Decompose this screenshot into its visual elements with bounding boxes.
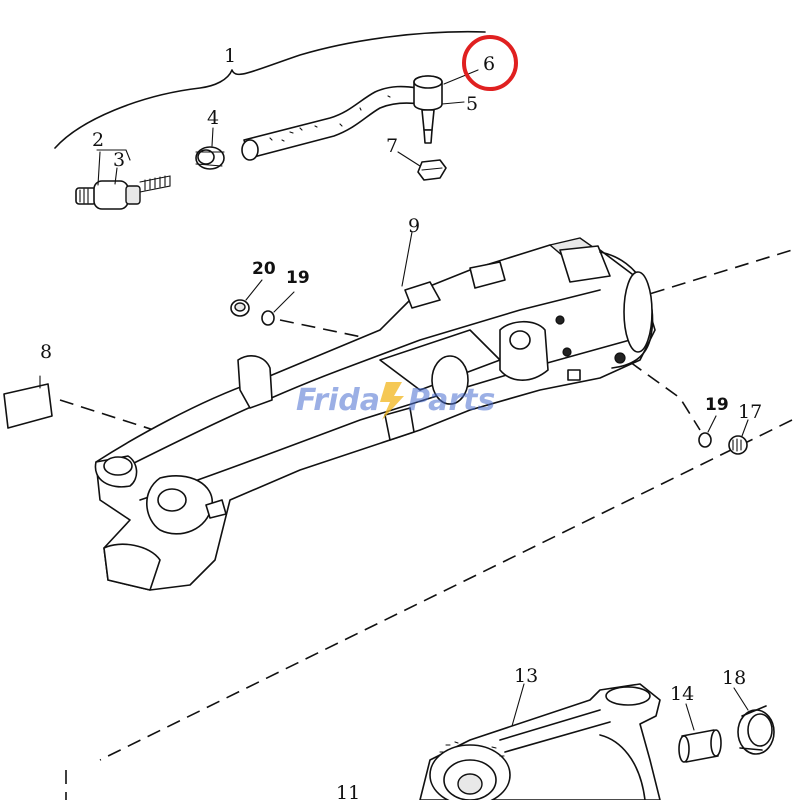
callout-19-left: 19: [286, 268, 310, 288]
watermark-text-start: Frida: [296, 383, 380, 418]
frame-right-diagonal: [99, 419, 793, 761]
leader-dash-8: [59, 399, 161, 433]
leader-6: [443, 69, 479, 85]
id-plate: [3, 383, 53, 429]
leader-17: [741, 419, 749, 437]
watermark-lightning-icon: [380, 382, 404, 420]
callout-11: 11: [336, 782, 360, 800]
outer-tie-rod: [241, 75, 443, 161]
bracket-item-1: [54, 30, 486, 149]
leader-7: [397, 151, 421, 167]
leader-14: [685, 703, 695, 731]
callout-17: 17: [738, 401, 762, 423]
axle-carrier: [419, 683, 661, 800]
castle-nut: [417, 159, 447, 181]
leader-13: [511, 683, 525, 727]
leader-20: [245, 279, 263, 301]
callout-13: 13: [514, 665, 538, 687]
leader-2: [97, 151, 101, 186]
callout-14: 14: [670, 683, 694, 705]
callout-3: 3: [113, 149, 125, 171]
leader-dash-19b: [629, 361, 701, 431]
drain-plug-17: [728, 435, 748, 455]
leader-3: [96, 149, 131, 161]
leader-5: [441, 101, 465, 105]
hose-clamp: [195, 146, 225, 170]
leader-4: [211, 127, 214, 147]
leader-9: [401, 231, 413, 287]
callout-19-right: 19: [705, 395, 729, 415]
frame-upper-right: [629, 249, 793, 301]
callout-1: 1: [224, 45, 236, 67]
leader-19-left: [273, 291, 295, 313]
highlight-circle: [462, 35, 518, 91]
bushing-14: [678, 729, 722, 763]
o-ring-19-left: [261, 310, 275, 326]
callout-4: 4: [207, 107, 219, 129]
seal-ring-18: [737, 705, 775, 755]
callout-20: 20: [252, 259, 276, 279]
leader-18: [733, 687, 749, 711]
callout-9: 9: [408, 215, 420, 237]
inner-tie-rod: [75, 175, 171, 210]
o-ring-19-right: [698, 432, 712, 448]
callout-5: 5: [466, 93, 478, 115]
callout-6: 6: [483, 53, 495, 75]
front-axle-housing: [94, 237, 656, 591]
callout-2: 2: [92, 129, 104, 151]
watermark-logo: Frida Parts: [296, 382, 495, 420]
leader-19-right: [707, 415, 717, 433]
callout-18: 18: [722, 667, 746, 689]
watermark-text-end: Parts: [408, 383, 495, 418]
callout-7: 7: [386, 135, 398, 157]
drain-plug-20: [230, 299, 250, 317]
callout-8: 8: [40, 341, 52, 363]
